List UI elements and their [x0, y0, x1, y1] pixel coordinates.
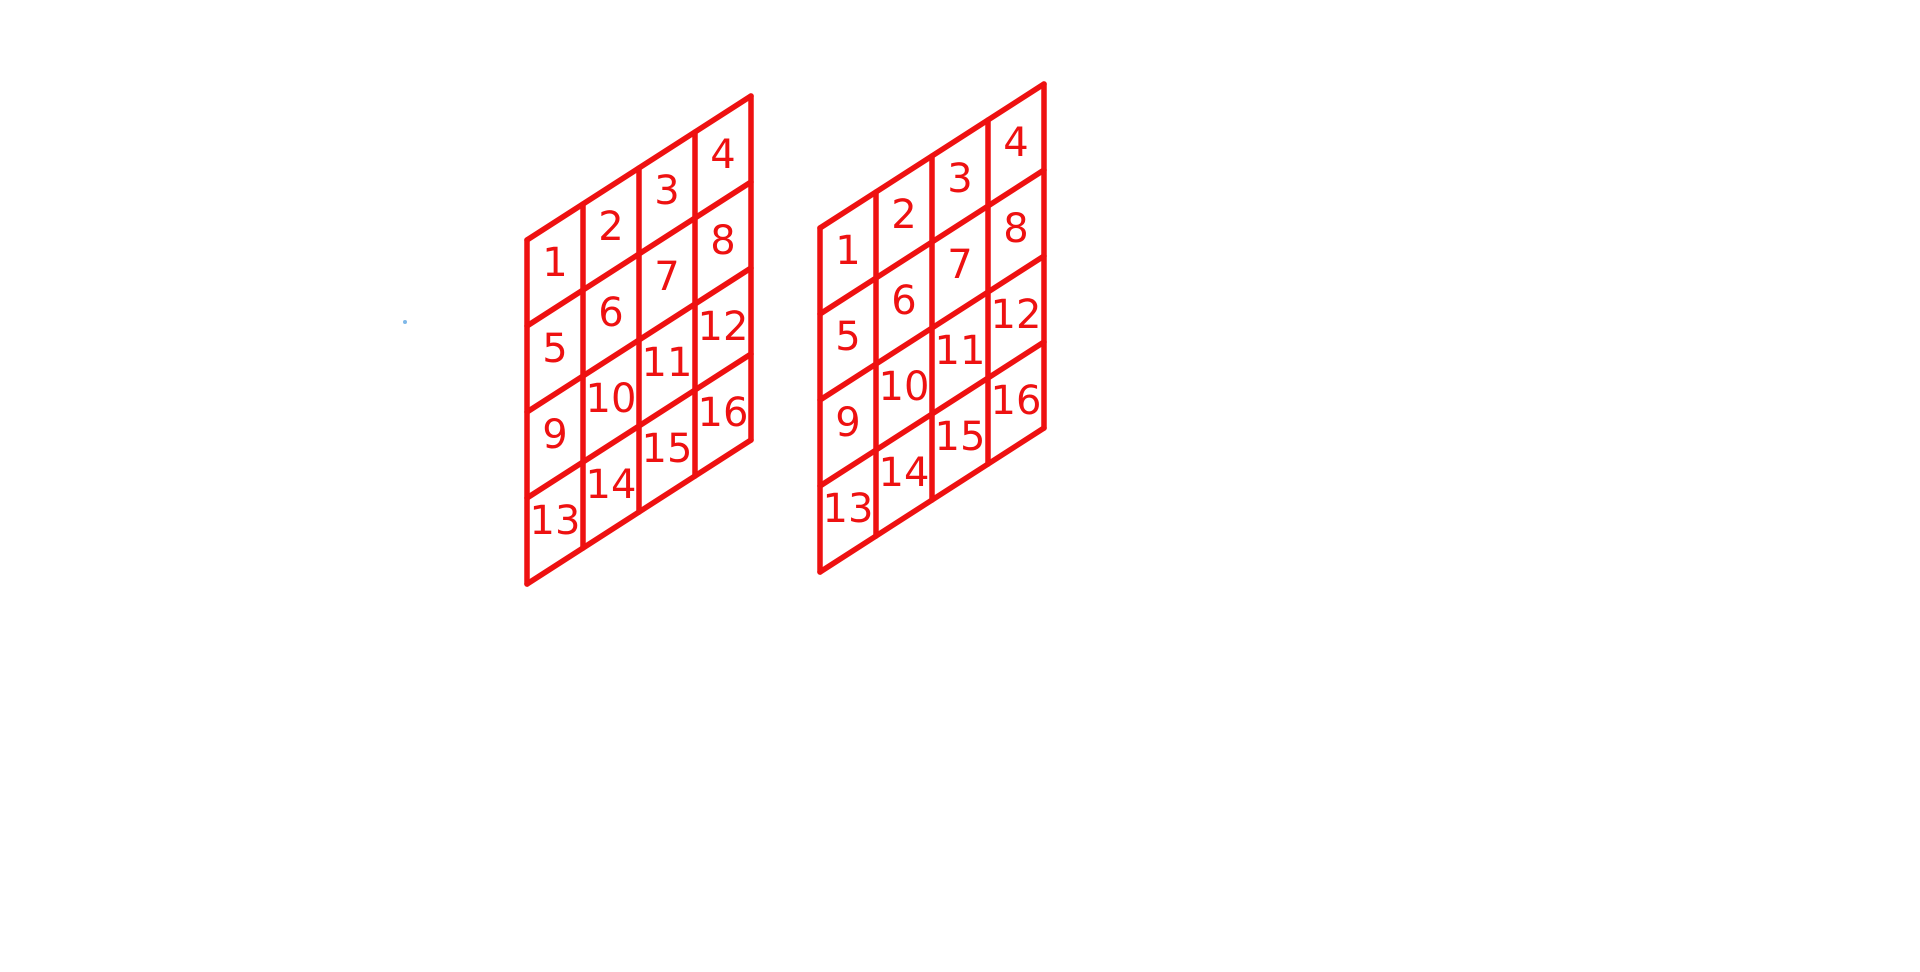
cell-label: 14 — [879, 450, 930, 496]
cell-label: 16 — [698, 390, 749, 436]
cell-label: 9 — [542, 412, 567, 458]
cell-label: 3 — [654, 168, 679, 214]
cell-label: 3 — [947, 156, 972, 202]
cell-label: 1 — [542, 240, 567, 286]
cell-label: 5 — [835, 314, 860, 360]
cell-label: 13 — [530, 498, 581, 544]
grid-right-lines — [817, 81, 1047, 575]
cell-label: 10 — [586, 376, 637, 422]
cell-label: 8 — [1003, 206, 1028, 252]
cell-label: 7 — [947, 242, 972, 288]
grid-right: 1 2 3 4 5 6 7 8 9 10 11 12 13 14 15 16 — [817, 81, 1047, 575]
grid-left-lines — [524, 93, 754, 587]
cell-label: 5 — [542, 326, 567, 372]
cell-label: 4 — [710, 132, 735, 178]
cell-label: 10 — [879, 364, 930, 410]
stray-ink-dot — [403, 320, 407, 324]
cell-label: 6 — [891, 278, 916, 324]
cell-label: 16 — [991, 378, 1042, 424]
cell-label: 9 — [835, 400, 860, 446]
cell-label: 8 — [710, 218, 735, 264]
cell-label: 15 — [935, 414, 986, 460]
cell-label: 7 — [654, 254, 679, 300]
cell-label: 6 — [598, 290, 623, 336]
cell-label: 14 — [586, 462, 637, 508]
cell-label: 13 — [823, 486, 874, 532]
grid-left: 1 2 3 4 5 6 7 8 9 10 11 12 13 14 15 16 — [524, 93, 754, 587]
grid-left-labels: 1 2 3 4 5 6 7 8 9 10 11 12 13 14 15 16 — [530, 132, 749, 544]
cell-label: 12 — [698, 304, 749, 350]
cell-label: 11 — [642, 340, 693, 386]
cell-label: 12 — [991, 292, 1042, 338]
grid-right-labels: 1 2 3 4 5 6 7 8 9 10 11 12 13 14 15 16 — [823, 120, 1042, 532]
cell-label: 11 — [935, 328, 986, 374]
cell-label: 4 — [1003, 120, 1028, 166]
cell-label: 1 — [835, 228, 860, 274]
cell-label: 2 — [891, 192, 916, 238]
cell-label: 15 — [642, 426, 693, 472]
cell-label: 2 — [598, 204, 623, 250]
